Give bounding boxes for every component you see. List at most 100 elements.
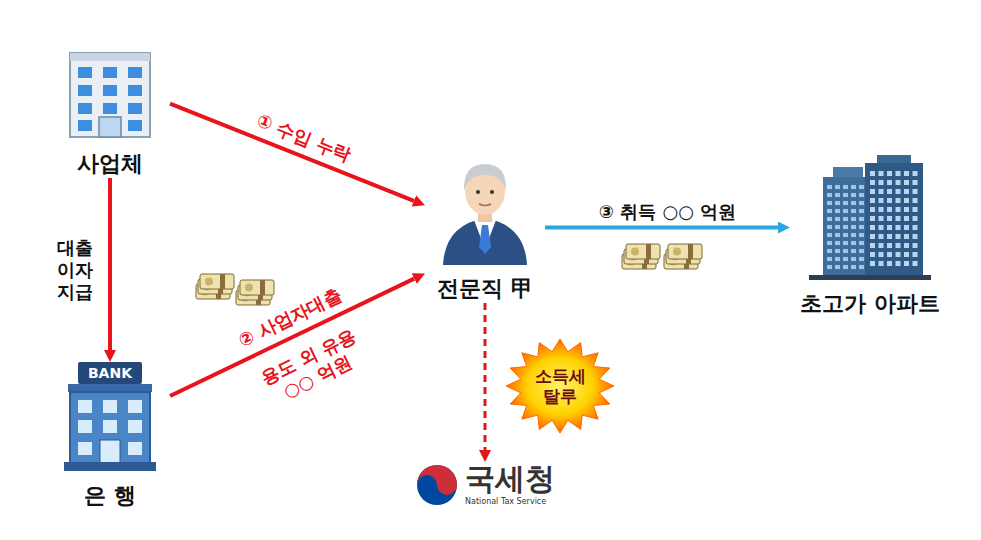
tower-window (896, 189, 901, 194)
edge-label: ③ 취득 ○○ 억원 (596, 201, 739, 223)
eye (490, 190, 494, 194)
tower-window (835, 201, 840, 205)
bank-window (78, 400, 92, 413)
suit (443, 218, 527, 265)
tower-window (843, 185, 848, 189)
tower-window (851, 217, 856, 221)
tower-window (870, 261, 875, 266)
nts-logo-node: 국세청National Tax Service (415, 462, 555, 507)
burst-text: 소득세 탈루 (528, 366, 592, 406)
tower-window (843, 241, 848, 245)
tower-window (870, 225, 875, 230)
tower-window (851, 193, 856, 197)
tower-window (859, 225, 864, 229)
flow-arrow (108, 178, 112, 350)
tower-window (887, 180, 892, 185)
tower-window (827, 193, 832, 197)
icon-wrap (805, 155, 935, 284)
money-bundle (622, 244, 660, 269)
nts-emblem (415, 463, 459, 507)
logo-title: 국세청 (465, 462, 555, 496)
tower-window (913, 189, 918, 194)
tower-window (859, 249, 864, 253)
tower-window (904, 252, 909, 257)
tower-window (879, 261, 884, 266)
bank-window (78, 420, 92, 433)
tower-window (887, 261, 892, 266)
bank-window (128, 420, 142, 433)
tower-front (865, 163, 923, 277)
bank-sign (78, 362, 142, 384)
tower-window (851, 201, 856, 205)
building-window (128, 120, 142, 131)
bank-base (64, 462, 156, 471)
icon-wrap (435, 155, 535, 269)
tower-window (887, 189, 892, 194)
tower-window (851, 209, 856, 213)
tower-window (896, 225, 901, 230)
tower-window (887, 216, 892, 221)
banknote-band (688, 244, 693, 259)
banknote-portrait (673, 248, 681, 256)
money-bundle (236, 280, 274, 305)
building-window (78, 103, 92, 114)
tower-window (843, 257, 848, 261)
node-label: 은 행 (84, 482, 136, 510)
tax-evasion-burst: 소득세 탈루 (505, 338, 615, 434)
tower-window (827, 217, 832, 221)
office-building-icon (60, 45, 160, 140)
tower-window (843, 225, 848, 229)
tower-window (896, 207, 901, 212)
tower-window (904, 216, 909, 221)
tower-window (859, 201, 864, 205)
tower-window (904, 180, 909, 185)
tower-window (870, 234, 875, 239)
tower-window (904, 261, 909, 266)
tower-window (870, 180, 875, 185)
building-roof (70, 53, 150, 61)
tower-window (827, 249, 832, 253)
mouth (479, 204, 491, 206)
hair (464, 164, 506, 191)
tower-window (843, 193, 848, 197)
tower-window (913, 180, 918, 185)
apartment-tower-icon (805, 155, 935, 280)
tower-window (843, 217, 848, 221)
bank-window (78, 442, 92, 455)
tower-window (870, 198, 875, 203)
tower-window (887, 234, 892, 239)
tower-window (835, 209, 840, 213)
logo-subtitle: National Tax Service (465, 497, 546, 507)
tower-window (859, 265, 864, 269)
tower-window (913, 234, 918, 239)
bank-window (103, 420, 117, 433)
tower-window (827, 201, 832, 205)
tower-window (870, 171, 875, 176)
tower-window (827, 185, 832, 189)
tower-window (835, 249, 840, 253)
tower-window (913, 216, 918, 221)
tower-window (896, 180, 901, 185)
tower-window (913, 207, 918, 212)
emblem-blue (417, 465, 457, 505)
tower-window (851, 185, 856, 189)
tower-window (870, 216, 875, 221)
building-window (78, 120, 92, 131)
bank-window (103, 400, 117, 413)
money-bundle (664, 244, 702, 269)
tower-window (859, 241, 864, 245)
apartment-node: 초고가 아파트 (790, 155, 950, 318)
building-door (99, 117, 121, 137)
bank-door (100, 440, 120, 464)
tower-window (843, 201, 848, 205)
tower-window (904, 189, 909, 194)
tower-window (904, 225, 909, 230)
tower-window (913, 225, 918, 230)
tower-window (835, 233, 840, 237)
bank-window (128, 400, 142, 413)
tower-window (859, 209, 864, 213)
tower-window (851, 225, 856, 229)
dashed-arrow (484, 303, 487, 450)
tower-window (851, 233, 856, 237)
